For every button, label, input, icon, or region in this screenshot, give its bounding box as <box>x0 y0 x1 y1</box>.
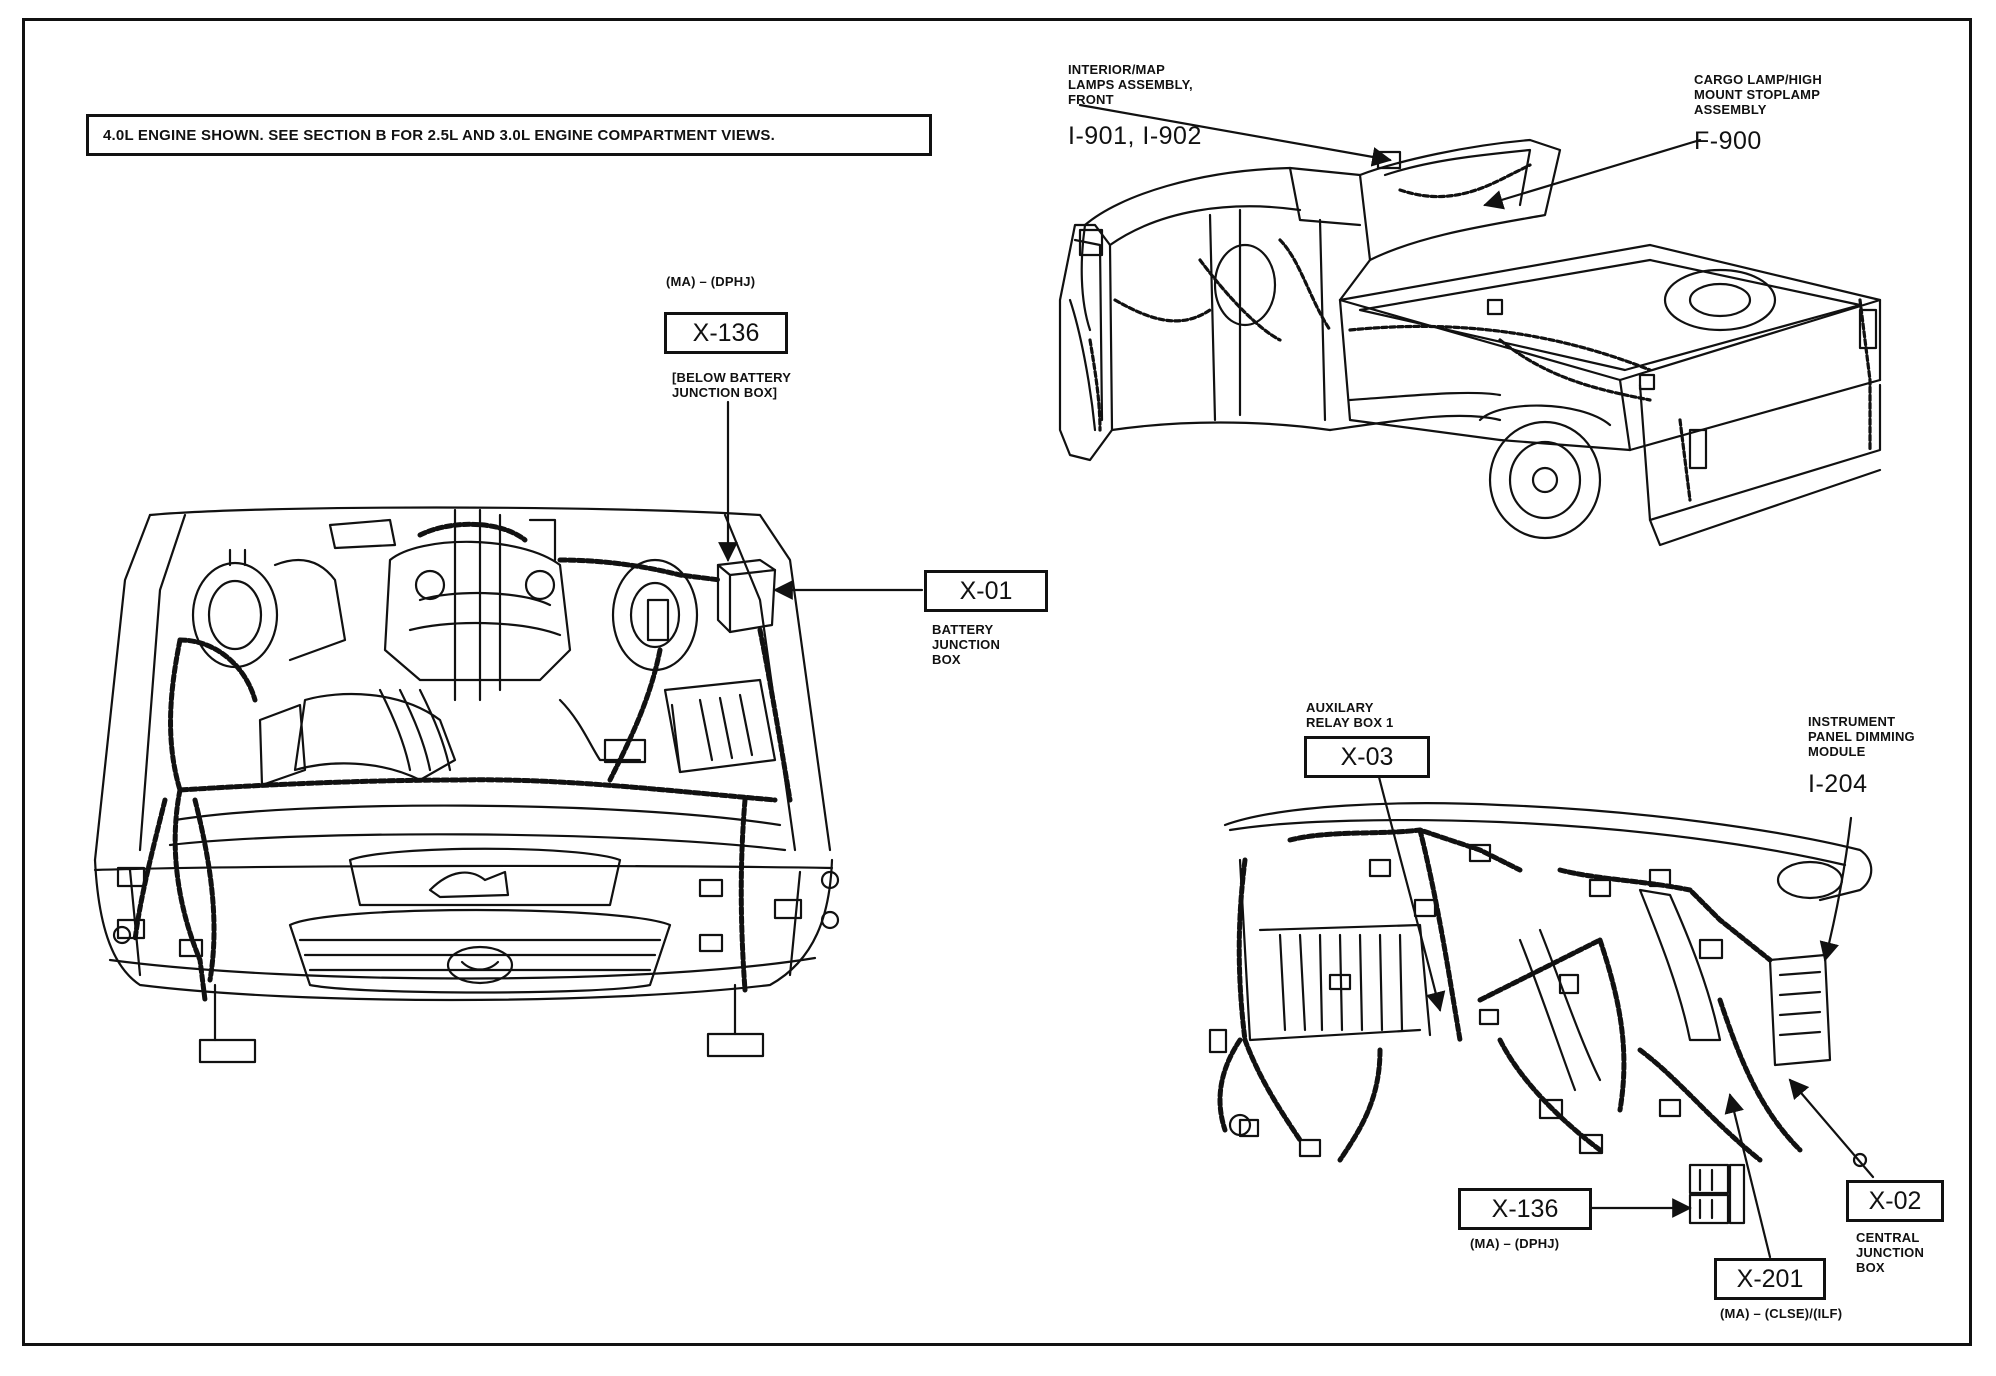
x02-label: CENTRAL JUNCTION BOX <box>1856 1230 1925 1275</box>
cargo-lamp-id: F-900 <box>1694 127 1762 155</box>
i204-label: INSTRUMENT PANEL DIMMING MODULE <box>1808 714 1915 759</box>
diagram-frame <box>22 18 1972 1346</box>
x02-box: X-02 <box>1846 1180 1944 1222</box>
cargo-lamp-label: CARGO LAMP/HIGH MOUNT STOPLAMP ASSEMBLY <box>1694 72 1822 117</box>
dash-x136-code: (MA) – (DPHJ) <box>1470 1236 1560 1251</box>
i204-id: I-204 <box>1808 770 1868 798</box>
engine-x136-box: X-136 <box>664 312 788 354</box>
x01-label: BATTERY JUNCTION BOX <box>932 622 1001 667</box>
engine-note: 4.0L ENGINE SHOWN. SEE SECTION B FOR 2.5… <box>86 114 932 156</box>
dash-x136-box: X-136 <box>1458 1188 1592 1230</box>
instrument-panel-drawing <box>1208 802 1873 1225</box>
x201-code: (MA) – (CLSE)/(ILF) <box>1720 1306 1843 1321</box>
interior-lamps-ids: I-901, I-902 <box>1068 122 1202 150</box>
x201-box: X-201 <box>1714 1258 1826 1300</box>
engine-x136-location: [BELOW BATTERY JUNCTION BOX] <box>672 370 792 400</box>
x03-box: X-03 <box>1304 736 1430 778</box>
engine-x136-code: (MA) – (DPHJ) <box>666 274 756 289</box>
x01-box: X-01 <box>924 570 1048 612</box>
pickup-truck-drawing <box>1058 138 1882 547</box>
x03-label: AUXILARY RELAY BOX 1 <box>1306 700 1394 730</box>
engine-compartment-drawing <box>93 506 840 1064</box>
interior-lamps-label: INTERIOR/MAP LAMPS ASSEMBLY, FRONT <box>1068 62 1193 107</box>
